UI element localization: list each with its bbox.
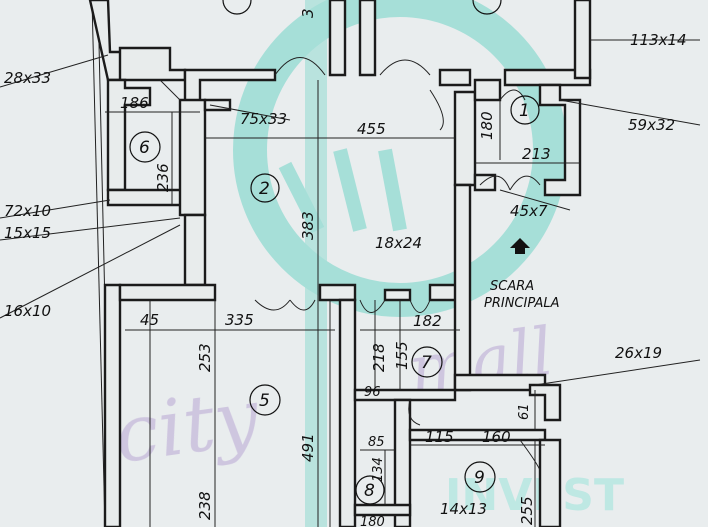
stair-label-scara: SCARA — [490, 279, 534, 294]
room-circle-1 — [510, 95, 540, 125]
dim-155: 155 — [393, 341, 411, 370]
callout-45x7: 45x7 — [510, 202, 548, 220]
room-circle-6 — [129, 131, 161, 163]
room-circle-9 — [464, 461, 496, 493]
room-label-6: 6 — [139, 138, 150, 158]
callout-18x24: 18x24 — [375, 234, 422, 252]
dim-96: 96 — [364, 385, 381, 400]
room-label-7: 7 — [421, 353, 432, 373]
callout-26x19: 26x19 — [615, 344, 662, 362]
callout-72x10: 72x10 — [4, 202, 51, 220]
dim-61: 61 — [517, 403, 532, 420]
room-markers: 1 2 5 6 7 8 9 — [129, 0, 540, 505]
dimension-values: 186 455 180 213 236 383 45 335 182 253 2… — [120, 8, 551, 527]
callout-59x32: 59x32 — [628, 116, 675, 134]
dim-45: 45 — [140, 311, 159, 329]
watermark-city: city — [109, 372, 265, 481]
stair-label-principala: PRINCIPALA — [484, 296, 560, 311]
dim-491: 491 — [299, 433, 317, 462]
dim-180b: 180 — [360, 515, 385, 527]
dim-255: 255 — [518, 496, 536, 525]
callout-28x33: 28x33 — [4, 69, 51, 87]
dim-3x: 3 — [299, 8, 317, 18]
room-label-5: 5 — [259, 391, 270, 411]
dim-134: 134 — [371, 457, 386, 482]
room-circle-8 — [355, 475, 385, 505]
dim-160: 160 — [482, 428, 511, 446]
room-circle-2 — [250, 173, 280, 203]
callout-16x10: 16x10 — [4, 302, 51, 320]
room-circle-7 — [411, 346, 443, 378]
dimension-lines — [0, 39, 701, 527]
room-label-2: 2 — [259, 179, 270, 199]
dim-218: 218 — [370, 343, 388, 372]
walls — [88, 0, 592, 527]
dim-186: 186 — [120, 94, 149, 112]
room-label-1: 1 — [519, 101, 530, 121]
dim-238: 238 — [196, 491, 214, 520]
dim-455: 455 — [357, 120, 386, 138]
callout-113x14: 113x14 — [630, 31, 687, 49]
dim-236: 236 — [154, 163, 172, 192]
callouts: 113x14 28x33 59x32 75x33 45x7 72x10 15x1… — [4, 31, 687, 518]
dim-335: 335 — [225, 311, 254, 329]
callout-14x13: 14x13 — [440, 500, 487, 518]
room-circle-5 — [249, 384, 281, 416]
dim-115: 115 — [425, 428, 454, 446]
stair-arrow-icon — [510, 238, 530, 254]
callout-75x33: 75x33 — [240, 110, 287, 128]
dim-182: 182 — [413, 312, 442, 330]
room-label-9: 9 — [474, 468, 485, 488]
dim-213: 213 — [522, 145, 551, 163]
door-arcs — [159, 57, 541, 471]
dim-85: 85 — [368, 435, 385, 450]
room-label-8: 8 — [364, 481, 375, 501]
callout-15x15: 15x15 — [4, 224, 51, 242]
dim-383: 383 — [299, 211, 317, 240]
dim-180: 180 — [478, 111, 496, 140]
dim-253: 253 — [196, 343, 214, 372]
